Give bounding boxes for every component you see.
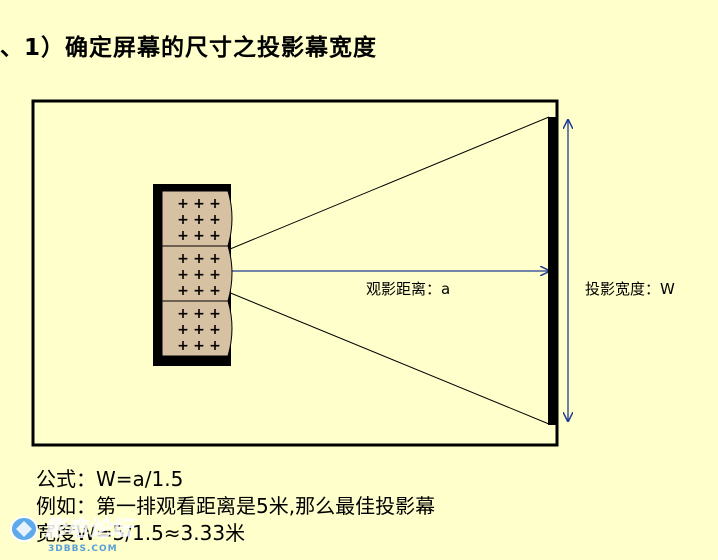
seat-mark: + (177, 322, 189, 338)
seat-mark: + (209, 251, 221, 267)
seat-mark: + (209, 306, 221, 322)
seat-mark: + (209, 283, 221, 299)
seat-mark: + (177, 267, 189, 283)
formula-block: 公式：W=a/1.5 例如：第一排观看距离是5米,那么最佳投影幕 宽度W=5/1… (36, 466, 435, 547)
seat-mark: + (177, 228, 189, 244)
seat-mark: + (193, 212, 205, 228)
page-title: 、1）确定屏幕的尺寸之投影幕宽度 (0, 35, 378, 61)
seat-mark: + (177, 251, 189, 267)
result-line: 宽度W=5/1.5≈3.33米 (36, 521, 246, 545)
seat-mark: + (193, 338, 205, 354)
watermark-text: 影电论坛 (44, 517, 135, 542)
seat-mark: + (193, 196, 205, 212)
watermark-url: 3DBBS.COM (48, 544, 118, 554)
forum-watermark: 影电论坛 3DBBS.COM (8, 511, 178, 555)
width-label: 投影宽度：W (585, 280, 675, 298)
distance-label: 观影距离：a (366, 280, 450, 298)
seat-mark: + (209, 196, 221, 212)
seat-row-3 (161, 300, 233, 357)
seat-mark: + (209, 228, 221, 244)
projection-line-bottom (176, 270, 550, 425)
seat-mark: + (193, 306, 205, 322)
watermark-logo-icon (10, 516, 38, 542)
seat-mark: + (177, 196, 189, 212)
projection-line-top (176, 116, 550, 272)
seat-mark: + (209, 322, 221, 338)
seat-marks: +++++++++++++++++++++++++++ (177, 196, 221, 354)
seat-mark: + (193, 228, 205, 244)
formula-line: 公式：W=a/1.5 (36, 467, 184, 491)
seat-mark: + (177, 338, 189, 354)
seat-mark: + (209, 267, 221, 283)
projection-screen (548, 117, 556, 425)
seat-mark: + (177, 306, 189, 322)
seat-mark: + (209, 212, 221, 228)
room-frame (31, 99, 559, 447)
seat-mark: + (193, 251, 205, 267)
projection-diagram: +++++++++++++++++++++++++++ 观影距离：a 投影宽度：… (31, 99, 675, 447)
seating-block: +++++++++++++++++++++++++++ (153, 184, 233, 366)
seat-mark: + (193, 322, 205, 338)
seat-mark: + (177, 212, 189, 228)
seat-mark: + (193, 267, 205, 283)
seat-mark: + (177, 283, 189, 299)
seat-mark: + (209, 338, 221, 354)
example-line: 例如：第一排观看距离是5米,那么最佳投影幕 (36, 494, 436, 518)
seat-mark: + (193, 283, 205, 299)
